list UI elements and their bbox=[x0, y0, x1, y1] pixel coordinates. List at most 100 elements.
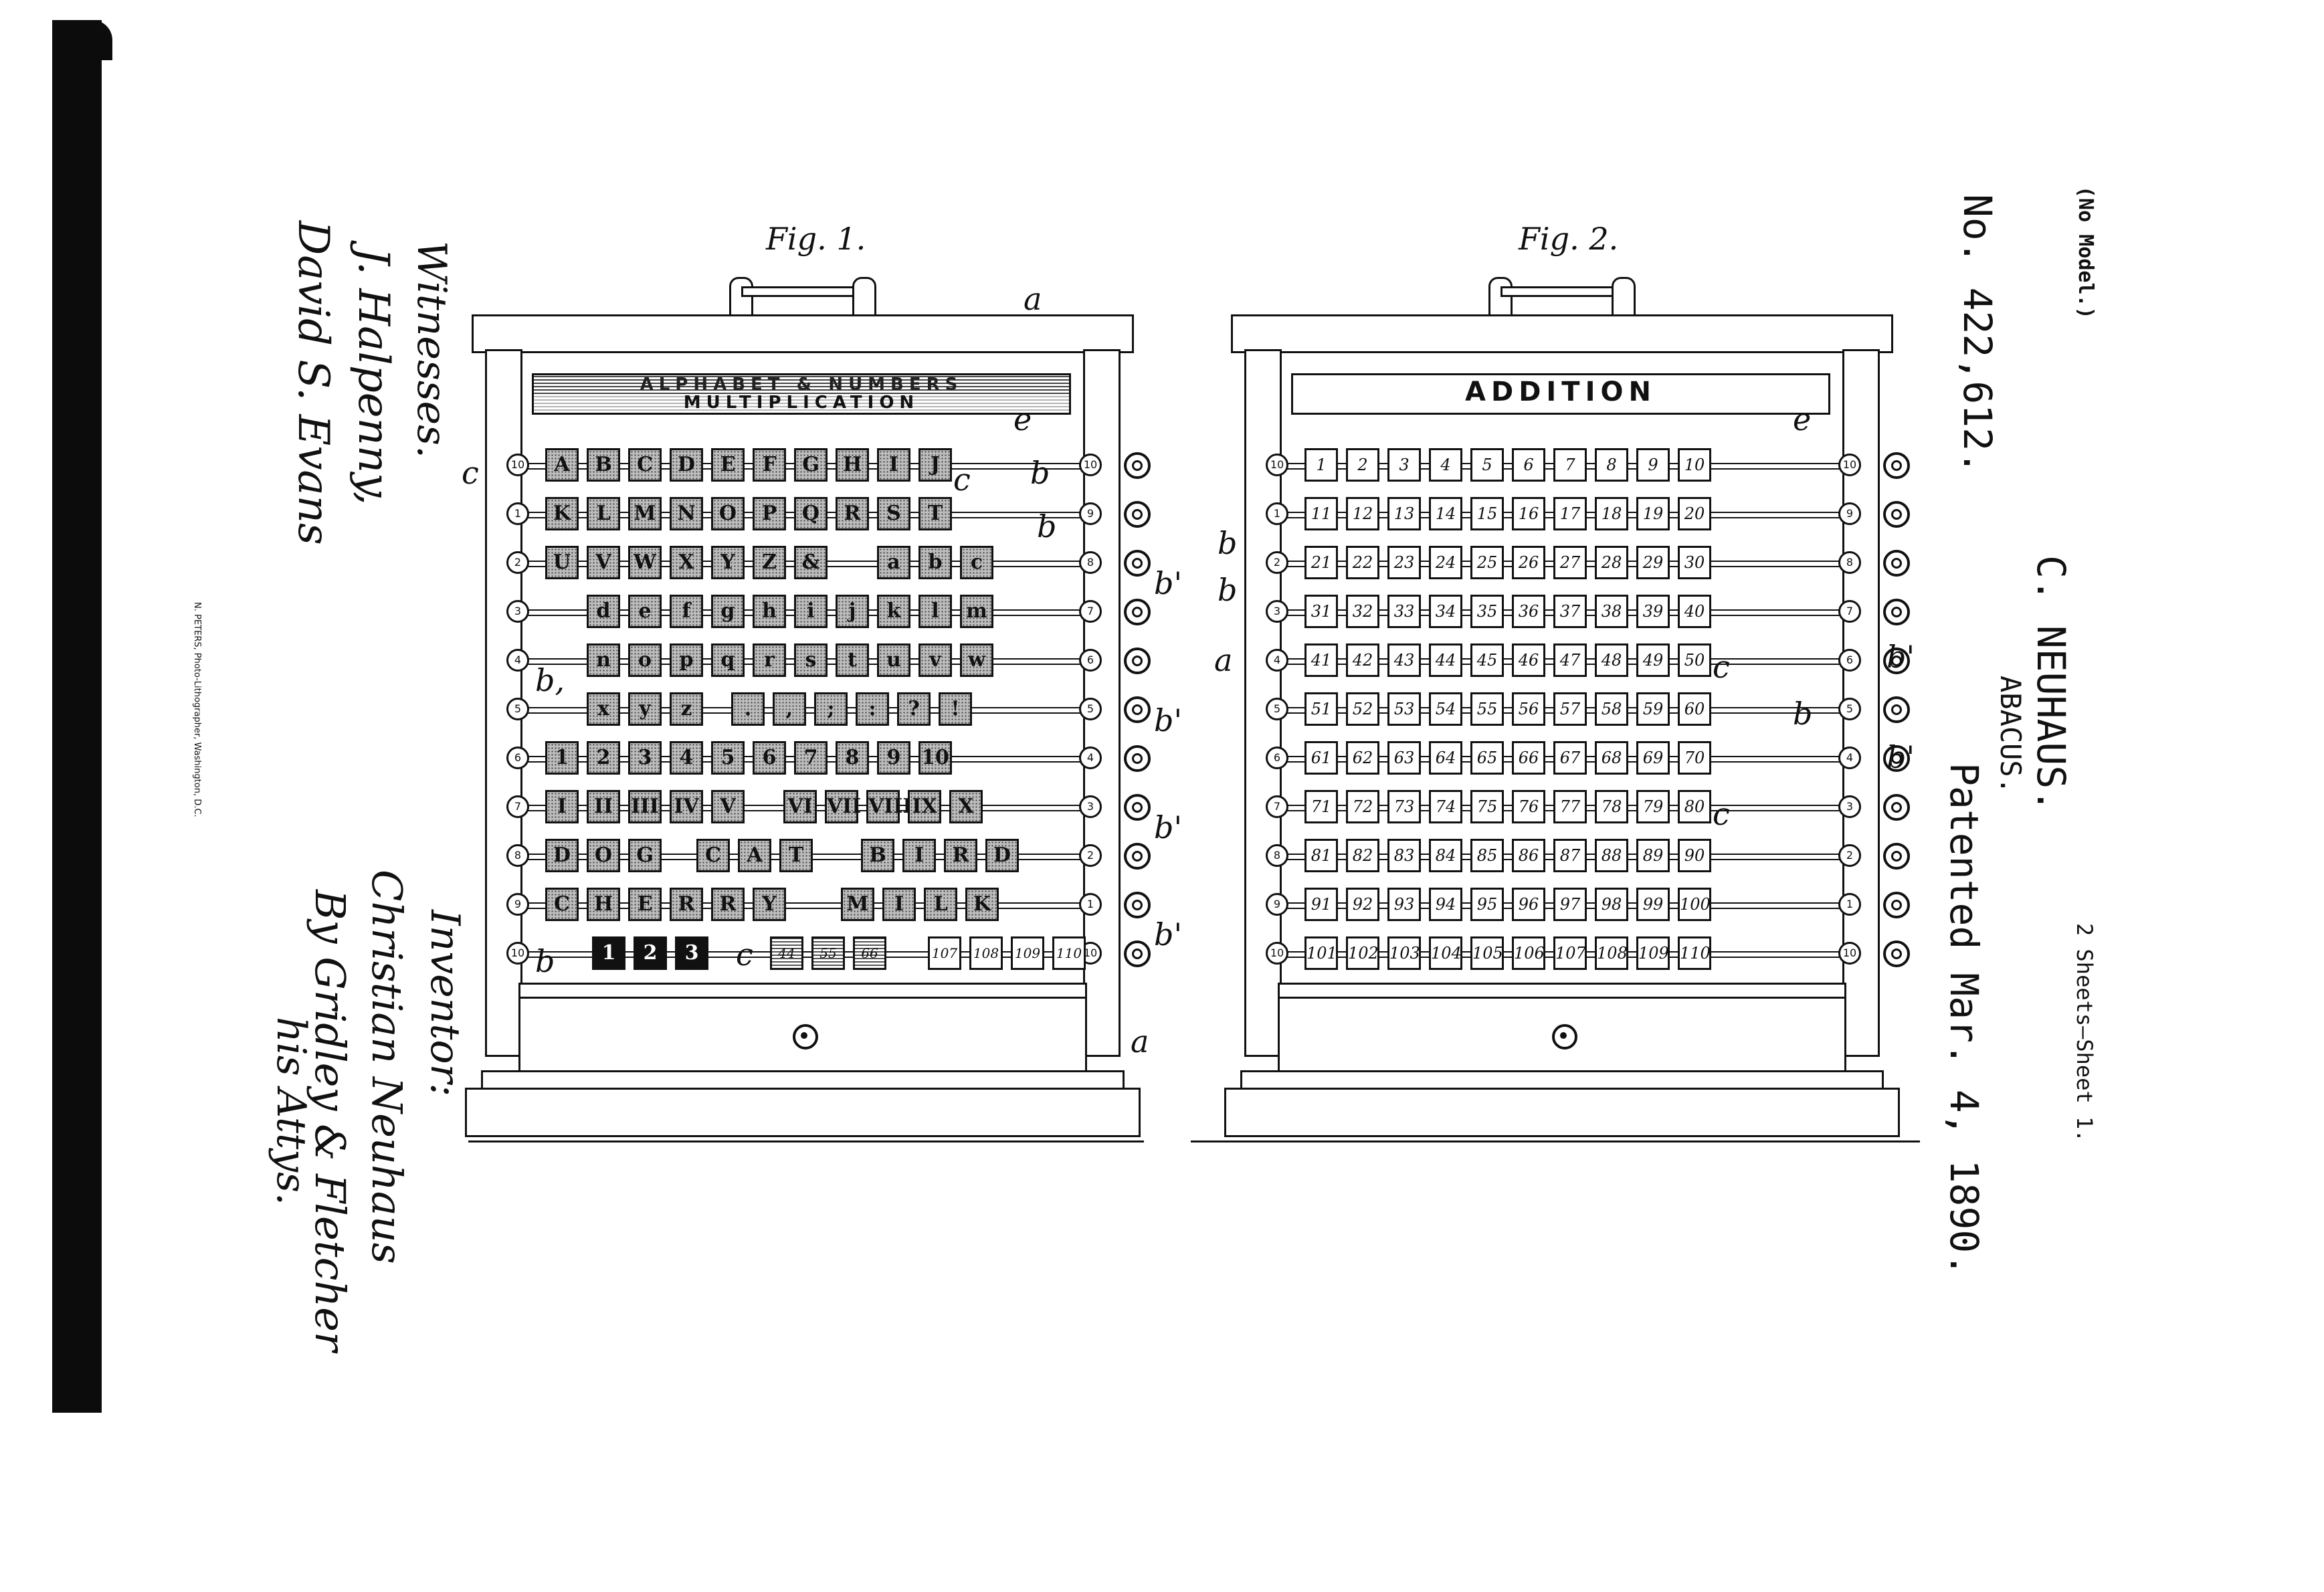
abacus-bead[interactable]: II bbox=[587, 790, 620, 823]
abacus-bead[interactable]: 57 bbox=[1553, 692, 1587, 726]
abacus-bead[interactable]: 3 bbox=[628, 741, 662, 775]
abacus-bead[interactable]: 65 bbox=[1470, 741, 1504, 775]
abacus-bead[interactable]: H bbox=[836, 448, 869, 482]
abacus-bead[interactable]: 15 bbox=[1470, 497, 1504, 530]
abacus-bead[interactable]: 20 bbox=[1678, 497, 1711, 530]
abacus-bead[interactable]: q bbox=[711, 643, 745, 677]
abacus-bead[interactable]: 44 bbox=[1429, 643, 1462, 677]
abacus-bead[interactable]: 61 bbox=[1304, 741, 1338, 775]
abacus-bead[interactable]: p bbox=[670, 643, 703, 677]
abacus-bead[interactable]: 102 bbox=[1346, 936, 1379, 970]
abacus-bead[interactable]: R bbox=[711, 888, 745, 921]
abacus-bead[interactable]: 14 bbox=[1429, 497, 1462, 530]
abacus-bead[interactable]: 12 bbox=[1346, 497, 1379, 530]
abacus-bead[interactable]: 84 bbox=[1429, 839, 1462, 872]
abacus-bead[interactable]: 81 bbox=[1304, 839, 1338, 872]
abacus-bead[interactable]: 6 bbox=[1512, 448, 1545, 482]
abacus-bead[interactable]: 94 bbox=[1429, 888, 1462, 921]
abacus-bead[interactable]: K bbox=[965, 888, 999, 921]
abacus-bead[interactable]: 3 bbox=[1387, 448, 1421, 482]
abacus-bead[interactable]: I bbox=[902, 839, 936, 872]
abacus-bead[interactable]: c bbox=[960, 546, 993, 579]
abacus-bead[interactable]: i bbox=[794, 595, 828, 628]
abacus-bead[interactable]: V bbox=[587, 546, 620, 579]
rod-end-ring[interactable] bbox=[1124, 745, 1151, 772]
abacus-bead[interactable]: O bbox=[711, 497, 745, 530]
abacus-bead[interactable]: 76 bbox=[1512, 790, 1545, 823]
abacus-bead[interactable]: 16 bbox=[1512, 497, 1545, 530]
abacus-bead[interactable]: 2 bbox=[587, 741, 620, 775]
abacus-bead[interactable]: 9 bbox=[1636, 448, 1670, 482]
rod-end-ring[interactable] bbox=[1883, 940, 1910, 967]
abacus-bead[interactable]: B bbox=[861, 839, 894, 872]
abacus-bead[interactable]: v bbox=[918, 643, 952, 677]
abacus-bead[interactable]: 32 bbox=[1346, 595, 1379, 628]
abacus-bead[interactable]: 29 bbox=[1636, 546, 1670, 579]
abacus-bead[interactable]: W bbox=[628, 546, 662, 579]
abacus-bead[interactable]: L bbox=[587, 497, 620, 530]
abacus-bead[interactable]: . bbox=[731, 692, 765, 726]
abacus-bead[interactable]: 90 bbox=[1678, 839, 1711, 872]
abacus-bead[interactable]: VII bbox=[825, 790, 861, 823]
abacus-bead[interactable]: 72 bbox=[1346, 790, 1379, 823]
abacus-bead[interactable]: 43 bbox=[1387, 643, 1421, 677]
rod-end-ring[interactable] bbox=[1883, 452, 1910, 479]
abacus-bead[interactable]: 1 bbox=[592, 936, 625, 970]
fig1-drawer[interactable] bbox=[518, 997, 1087, 1074]
rod-end-ring[interactable] bbox=[1124, 599, 1151, 625]
rod-end-ring[interactable] bbox=[1124, 843, 1151, 870]
abacus-bead[interactable]: a bbox=[877, 546, 910, 579]
abacus-bead[interactable]: 88 bbox=[1595, 839, 1628, 872]
abacus-bead[interactable]: 51 bbox=[1304, 692, 1338, 726]
abacus-bead[interactable]: e bbox=[628, 595, 662, 628]
abacus-bead[interactable]: 80 bbox=[1678, 790, 1711, 823]
abacus-bead[interactable]: D bbox=[545, 839, 579, 872]
abacus-bead[interactable]: h bbox=[753, 595, 786, 628]
abacus-bead[interactable]: 31 bbox=[1304, 595, 1338, 628]
rod-end-ring[interactable] bbox=[1883, 550, 1910, 577]
abacus-bead[interactable]: 35 bbox=[1470, 595, 1504, 628]
abacus-bead[interactable]: 2 bbox=[634, 936, 667, 970]
abacus-bead[interactable]: 73 bbox=[1387, 790, 1421, 823]
abacus-bead[interactable]: C bbox=[628, 448, 662, 482]
abacus-bead[interactable]: 105 bbox=[1470, 936, 1504, 970]
abacus-bead[interactable]: 10 bbox=[918, 741, 952, 775]
abacus-bead[interactable]: 79 bbox=[1636, 790, 1670, 823]
rod-end-ring[interactable] bbox=[1883, 696, 1910, 723]
abacus-bead[interactable]: H bbox=[587, 888, 620, 921]
abacus-bead[interactable]: T bbox=[779, 839, 813, 872]
abacus-bead[interactable]: 21 bbox=[1304, 546, 1338, 579]
abacus-bead[interactable]: 109 bbox=[1011, 936, 1044, 970]
abacus-bead[interactable]: O bbox=[587, 839, 620, 872]
abacus-bead[interactable]: 33 bbox=[1387, 595, 1421, 628]
abacus-bead[interactable]: 62 bbox=[1346, 741, 1379, 775]
abacus-bead[interactable]: o bbox=[628, 643, 662, 677]
abacus-bead[interactable]: 69 bbox=[1636, 741, 1670, 775]
abacus-bead[interactable]: s bbox=[794, 643, 828, 677]
abacus-bead[interactable]: w bbox=[960, 643, 993, 677]
abacus-bead[interactable]: P bbox=[753, 497, 786, 530]
abacus-bead[interactable]: I bbox=[877, 448, 910, 482]
abacus-bead[interactable]: 27 bbox=[1553, 546, 1587, 579]
abacus-bead[interactable]: 6 bbox=[753, 741, 786, 775]
abacus-bead[interactable]: 82 bbox=[1346, 839, 1379, 872]
abacus-bead[interactable]: g bbox=[711, 595, 745, 628]
abacus-bead[interactable]: 19 bbox=[1636, 497, 1670, 530]
rod-end-ring[interactable] bbox=[1883, 745, 1910, 772]
abacus-bead[interactable]: 56 bbox=[1512, 692, 1545, 726]
abacus-bead[interactable]: , bbox=[773, 692, 806, 726]
abacus-bead[interactable]: J bbox=[918, 448, 952, 482]
abacus-bead[interactable]: 17 bbox=[1553, 497, 1587, 530]
abacus-bead[interactable]: 10 bbox=[1678, 448, 1711, 482]
abacus-bead[interactable]: k bbox=[877, 595, 910, 628]
abacus-bead[interactable]: 28 bbox=[1595, 546, 1628, 579]
abacus-bead[interactable]: 110 bbox=[1052, 936, 1086, 970]
abacus-bead[interactable]: R bbox=[944, 839, 977, 872]
abacus-bead[interactable]: 30 bbox=[1678, 546, 1711, 579]
abacus-bead[interactable]: A bbox=[738, 839, 771, 872]
abacus-bead[interactable]: 9 bbox=[877, 741, 910, 775]
abacus-bead[interactable]: 91 bbox=[1304, 888, 1338, 921]
abacus-bead[interactable]: 89 bbox=[1636, 839, 1670, 872]
abacus-bead[interactable]: 39 bbox=[1636, 595, 1670, 628]
abacus-bead[interactable]: 8 bbox=[1595, 448, 1628, 482]
